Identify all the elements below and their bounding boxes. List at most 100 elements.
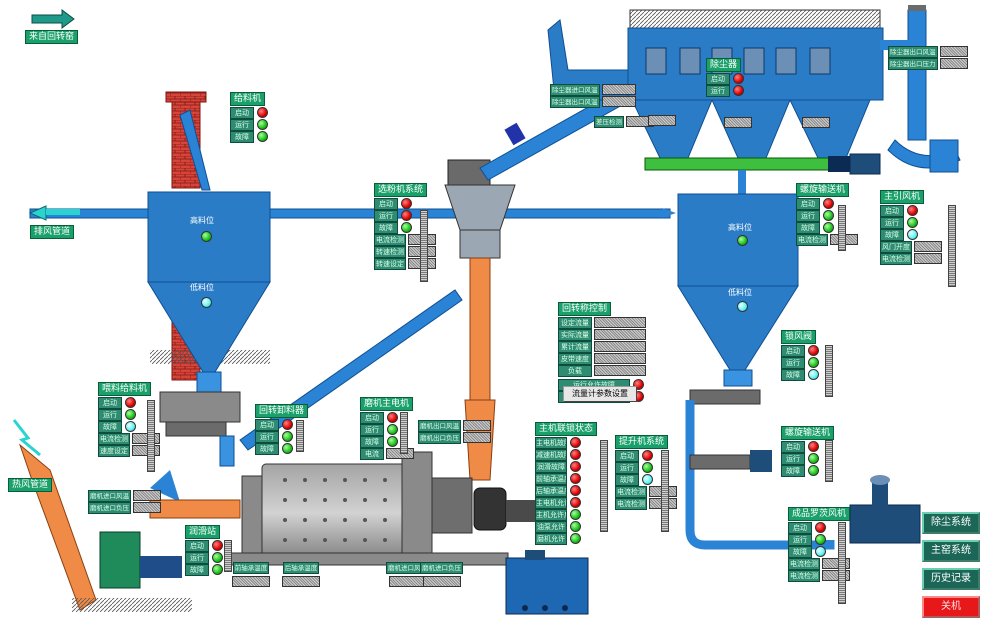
- status-led: [823, 222, 834, 233]
- status-led: [808, 441, 819, 452]
- inlet-arrow-icon: [31, 9, 75, 29]
- nav-history-button[interactable]: 历史记录: [922, 568, 980, 590]
- status-led: [257, 119, 268, 130]
- dust-row-run: 运行: [706, 84, 744, 97]
- nav-exit-button[interactable]: 关机: [922, 596, 980, 618]
- status-led: [212, 540, 223, 551]
- status-led: [282, 419, 293, 430]
- rear-bearing-meter: 后轴承温度: [282, 562, 320, 587]
- value-display: [822, 558, 850, 569]
- status-led: [907, 229, 918, 240]
- metering-row: 皮带速度: [558, 352, 646, 365]
- status-row: 运行: [796, 209, 834, 222]
- level-scrollbar[interactable]: [147, 400, 155, 472]
- level-scrollbar[interactable]: [825, 345, 833, 397]
- status-led: [387, 436, 398, 447]
- status-led: [808, 345, 819, 356]
- mill-in-temp2-meter: 磨机进口风温: [386, 562, 429, 587]
- left-silo-high-led: [201, 231, 212, 242]
- status-row: 润滑故障: [535, 460, 581, 473]
- status-led: [642, 450, 653, 461]
- status-row: 主电机故障: [535, 436, 581, 449]
- status-led: [570, 509, 581, 520]
- level-scrollbar[interactable]: [296, 420, 304, 452]
- status-row: 运行: [781, 356, 819, 369]
- status-row: 启动: [374, 197, 412, 210]
- status-led: [823, 198, 834, 209]
- level-scrollbar[interactable]: [400, 412, 408, 454]
- status-row: 运行: [185, 551, 223, 564]
- status-row: 运行: [615, 461, 653, 474]
- flow-meter-settings-button[interactable]: 流量计参数设置: [563, 386, 637, 402]
- right-silo-high-led: [737, 235, 748, 246]
- value-display: [914, 253, 942, 264]
- status-led: [808, 465, 819, 476]
- mill-out-temp-meter: 磨机出口风温: [418, 419, 491, 432]
- status-led: [387, 412, 398, 423]
- mill-in-temp-meter: 磨机进口风温: [88, 489, 161, 502]
- panel-title: 润滑站: [185, 525, 221, 539]
- status-row: 故障: [788, 545, 826, 558]
- status-row: 启动: [781, 440, 819, 453]
- level-scrollbar[interactable]: [838, 205, 846, 251]
- status-led: [815, 534, 826, 545]
- status-row: 启动: [360, 411, 398, 424]
- status-led: [823, 210, 834, 221]
- status-row: 故障: [255, 442, 293, 455]
- status-led: [570, 533, 581, 544]
- dust-meter-2: 除尘器出口风温: [550, 95, 636, 108]
- panel-title: 回转称控制: [558, 302, 612, 316]
- status-led: [642, 462, 653, 473]
- metering-alarm-led: [633, 379, 644, 390]
- status-row: 电流检测: [796, 233, 858, 246]
- status-led: [570, 497, 581, 508]
- status-row: 运行: [360, 423, 398, 436]
- mill-out-pressure-meter: 磨机出口负压: [418, 431, 491, 444]
- level-scrollbar[interactable]: [838, 522, 846, 604]
- status-row: 前轴承温度: [535, 472, 581, 485]
- pressure-value-2: [648, 115, 676, 126]
- level-scrollbar[interactable]: [948, 205, 956, 287]
- right-silo-high-label: 高料位: [728, 223, 752, 232]
- level-scrollbar[interactable]: [661, 450, 669, 532]
- status-led: [212, 552, 223, 563]
- value-display: [132, 433, 160, 444]
- right-silo-low-led: [737, 301, 748, 312]
- level-scrollbar[interactable]: [600, 440, 608, 532]
- hot-gas-label: 热风管道: [8, 478, 53, 492]
- status-row: 电流检测: [788, 557, 850, 570]
- status-led: [212, 564, 223, 575]
- level-scrollbar[interactable]: [224, 540, 232, 572]
- status-led: [125, 421, 136, 432]
- metering-row: 实际流量: [558, 328, 646, 341]
- status-row: 主机允许启: [535, 508, 581, 521]
- dust-start-led: [733, 73, 744, 84]
- level-scrollbar[interactable]: [420, 210, 428, 282]
- status-row: 故障: [796, 221, 834, 234]
- nav-kiln-system-button[interactable]: 主窑系统: [922, 540, 980, 562]
- status-row: 运行: [230, 118, 268, 131]
- nav-dust-system-button[interactable]: 除尘系统: [922, 512, 980, 534]
- status-row: 减速机故障: [535, 448, 581, 461]
- value-display: [822, 570, 850, 581]
- dust-collector-title: 除尘器: [706, 58, 742, 72]
- status-row: 运行: [374, 209, 412, 222]
- status-row: 故障: [360, 435, 398, 448]
- status-led: [401, 222, 412, 233]
- status-row: 故障: [781, 368, 819, 381]
- status-row: 风门开度: [880, 240, 942, 253]
- panel-title: 选粉机系统: [374, 183, 428, 197]
- panel-title: 磨机主电机: [360, 397, 414, 411]
- level-scrollbar[interactable]: [825, 440, 833, 482]
- panel-title: 成品罗茨风机: [788, 507, 851, 521]
- status-led: [907, 205, 918, 216]
- status-led: [570, 485, 581, 496]
- status-row: 故障: [98, 420, 136, 433]
- pressure-value-3: [724, 117, 752, 128]
- status-row: 故障: [880, 228, 918, 241]
- status-row: 启动: [880, 204, 918, 217]
- status-led: [282, 443, 293, 454]
- status-row: 故障: [185, 563, 223, 576]
- status-led: [570, 449, 581, 460]
